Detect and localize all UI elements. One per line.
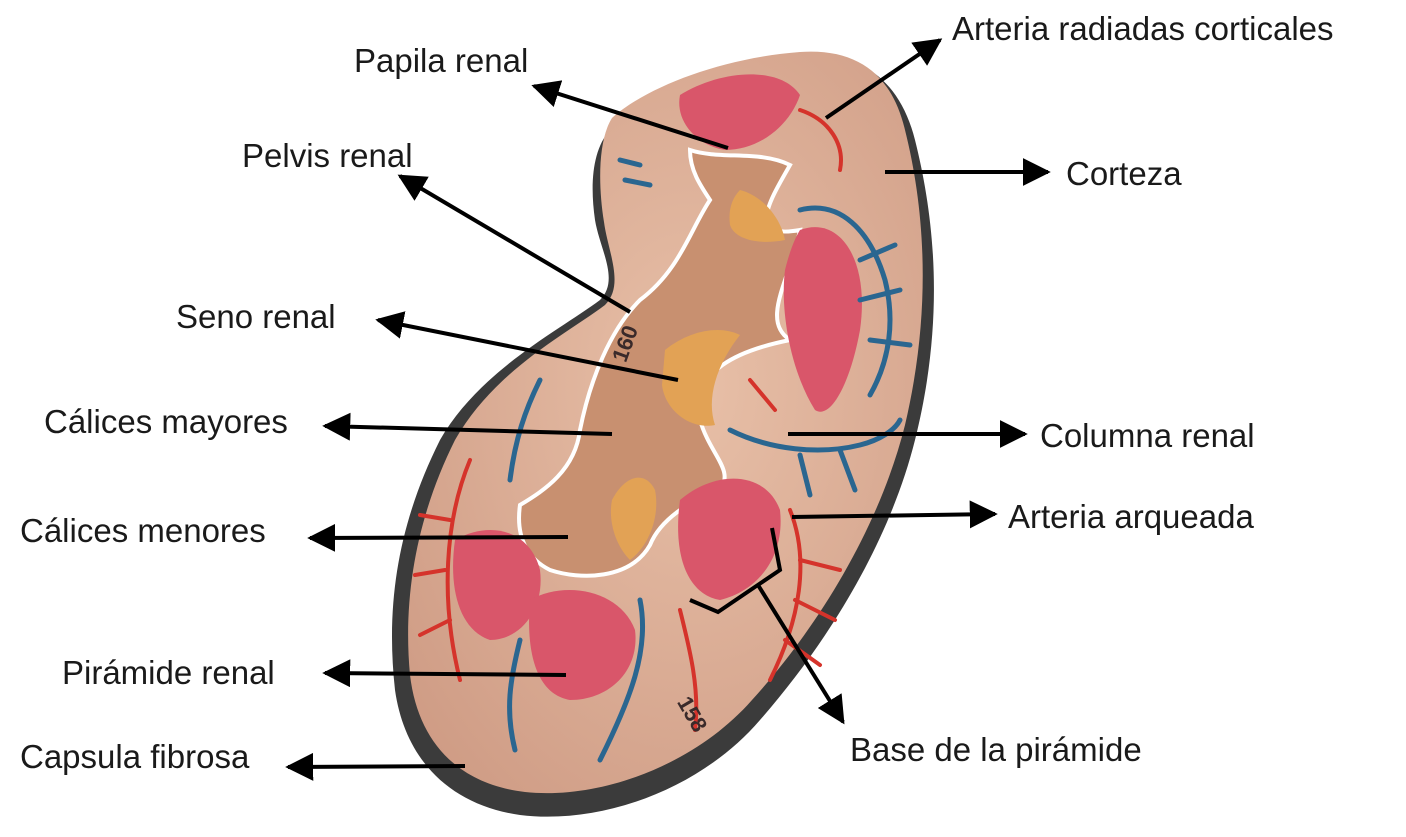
label-corteza: Corteza bbox=[1066, 157, 1182, 190]
label-pelvis-renal: Pelvis renal bbox=[242, 139, 413, 172]
label-calices-mayores: Cálices mayores bbox=[44, 405, 288, 438]
arrow-piramide-renal bbox=[325, 673, 566, 675]
label-columna-renal: Columna renal bbox=[1040, 419, 1255, 452]
label-capsula-fibrosa: Capsula fibrosa bbox=[20, 740, 249, 773]
label-arteria-radiadas-corticales: Arteria radiadas corticales bbox=[952, 12, 1334, 45]
label-papila-renal: Papila renal bbox=[354, 44, 528, 77]
label-seno-renal: Seno renal bbox=[176, 300, 336, 333]
label-base-de-la-piramide: Base de la pirámide bbox=[850, 733, 1142, 766]
label-arteria-arqueada: Arteria arqueada bbox=[1008, 500, 1254, 533]
label-piramide-renal: Pirámide renal bbox=[62, 656, 275, 689]
arrow-capsula-fibrosa bbox=[288, 766, 465, 767]
arrow-calices-menores bbox=[310, 537, 568, 538]
label-calices-menores: Cálices menores bbox=[20, 514, 266, 547]
